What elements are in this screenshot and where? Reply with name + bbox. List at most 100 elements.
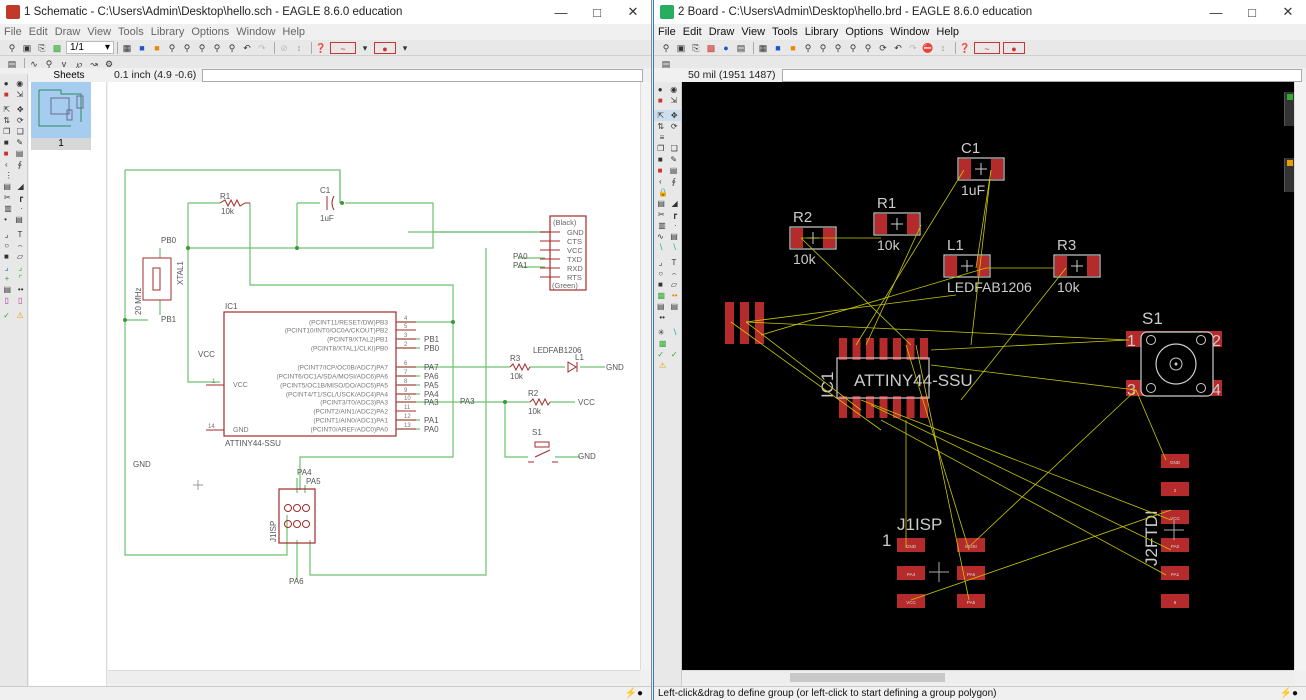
replace-icon[interactable]: ▤ [15,149,24,158]
bus-icon[interactable]: ⌟ [18,263,23,272]
delete-icon[interactable]: ■ [657,155,663,164]
dot-icon[interactable]: · [20,204,23,213]
isp-pad[interactable] [897,566,925,580]
group-icon[interactable]: ⇱ [657,111,665,120]
menu-library[interactable]: Library [804,26,839,38]
warning-icon[interactable]: ⚠ [658,361,667,370]
polygon-icon[interactable]: ▱ [670,280,677,289]
schematic-r3[interactable]: R3 10k [509,354,531,381]
menu-view[interactable]: View [87,26,112,38]
fusion-pcb-icon[interactable]: ● [1003,41,1025,54]
open-icon[interactable]: ⚲ [8,42,16,53]
script-icon[interactable]: ■ [790,42,796,53]
go-icon[interactable]: ↕ [296,42,302,53]
line-icon[interactable]: ⌟ [658,258,663,267]
schematic-xtal1[interactable]: PB0 PB1 XTAL1 20 MHz [134,236,185,324]
go-icon[interactable]: ↕ [940,42,946,53]
undo-icon[interactable]: ↶ [894,42,902,53]
menu-draw[interactable]: Draw [54,26,81,38]
schematic-led-l1[interactable]: LEDFAB1206 L1 GND [533,346,624,373]
frame-icon[interactable]: ▤ [670,232,678,241]
menu-draw[interactable]: Draw [708,26,735,38]
erc-icon[interactable]: ✓ [657,350,665,359]
stop-icon[interactable]: ⛔ [922,42,934,53]
bend-icon[interactable]: ┏ [672,210,678,219]
ripup-icon[interactable]: ∖ [671,243,677,252]
gate-swap-icon[interactable]: ∮ [671,177,676,186]
fusion-push-icon[interactable]: ~ [330,41,356,54]
undo-icon[interactable]: ↶ [243,42,251,53]
menu-tools[interactable]: Tools [118,26,144,38]
autorouter-icon[interactable]: ∖ [672,328,678,337]
sheet-select[interactable]: 1/1▾ [66,41,114,54]
text-icon[interactable]: T [671,258,677,267]
show-icon[interactable]: ◉ [670,85,678,94]
close-button[interactable]: ✕ [1282,4,1294,19]
redo-icon[interactable]: ↷ [909,42,917,53]
zoom-out-icon[interactable]: ⚲ [198,42,206,53]
schematic-ic1[interactable]: IC1 ATTINY44-SSU VCC GND VCC 1 14 (PCINT… [198,302,440,448]
erc-icon[interactable]: ✓ [3,311,10,320]
menu-view[interactable]: View [741,26,766,38]
add-icon[interactable]: ■ [657,166,663,175]
menu-file[interactable]: File [658,26,676,38]
change-icon[interactable]: ▤ [657,199,665,208]
paste-icon[interactable]: ❑ [670,144,678,153]
warning-icon[interactable]: ⚠ [16,311,24,320]
gate-swap-icon[interactable]: ‹ [5,160,8,169]
board-switch-s1[interactable]: S1 1 2 3 4 [1126,309,1222,399]
zoom-select-icon[interactable]: ⚲ [864,42,872,53]
schematic-switch-icon[interactable]: ▦ [758,42,768,53]
redo-icon[interactable]: ↷ [258,42,266,53]
zoom-redraw-icon[interactable]: ⚲ [849,42,857,53]
circle-icon[interactable]: ○ [4,241,10,250]
use-library-icon[interactable]: ■ [139,42,145,53]
arc-icon[interactable]: ⌢ [671,269,677,278]
dimension-icon[interactable]: •• [659,313,665,322]
bend-icon[interactable]: ┏ [18,193,24,202]
print-icon[interactable]: ⎘ [692,42,700,53]
menu-edit[interactable]: Edit [28,26,48,38]
zoom-fit-icon[interactable]: ⚲ [804,42,812,53]
copy-icon[interactable]: ❐ [657,144,665,153]
frame-icon[interactable]: ▤ [15,215,23,224]
fusion-pcb-icon[interactable]: ● [374,41,396,54]
hole-icon[interactable]: ▤ [656,302,665,311]
ftdi-pad[interactable] [1161,510,1189,524]
fabricate-icon[interactable]: ▤ [736,42,746,53]
optimize-icon[interactable]: ▥ [658,221,666,230]
info-icon[interactable]: ● [657,85,663,94]
command-input[interactable] [202,68,643,82]
menu-tools[interactable]: Tools [772,26,798,38]
check-icon[interactable]: ✓ [670,350,678,359]
ftdi-pad[interactable] [1161,566,1189,580]
replace-icon[interactable]: ▤ [669,166,678,175]
ftdi-pad[interactable] [1161,482,1189,496]
3d-icon[interactable]: ● [723,42,729,53]
schematic-isp-header[interactable]: J1ISP PA4 PA5 PA6 [269,468,321,586]
pin-swap-icon[interactable]: ∮ [17,160,22,169]
dimension-icon[interactable]: •• [17,285,24,294]
line-icon[interactable]: ⌟ [4,230,9,239]
schematic-horizontal-scrollbar[interactable] [108,670,640,684]
chevron-down-icon[interactable]: ▾ [362,42,368,53]
zoom-select-icon[interactable]: ⚲ [228,42,236,53]
arc-icon[interactable]: ⌢ [17,241,23,250]
schematic-r2[interactable]: R2 10k VCC [528,389,595,416]
display-icon[interactable]: ■ [3,90,9,99]
help-icon[interactable]: ❓ [315,42,327,53]
label-icon[interactable]: ↝ [90,58,98,69]
zoom-in-icon[interactable]: ⚲ [183,42,191,53]
net-icon[interactable]: ⌟ [4,263,9,272]
split-icon[interactable]: ◢ [671,199,678,208]
display-icon[interactable]: ■ [657,96,663,105]
command-input[interactable] [781,68,1302,82]
menu-library[interactable]: Library [150,26,185,38]
polygon-icon[interactable]: ▱ [16,252,23,261]
menu-options[interactable]: Options [191,26,230,38]
menu-edit[interactable]: Edit [682,26,702,38]
attribute-icon[interactable]: ▤ [670,302,679,311]
